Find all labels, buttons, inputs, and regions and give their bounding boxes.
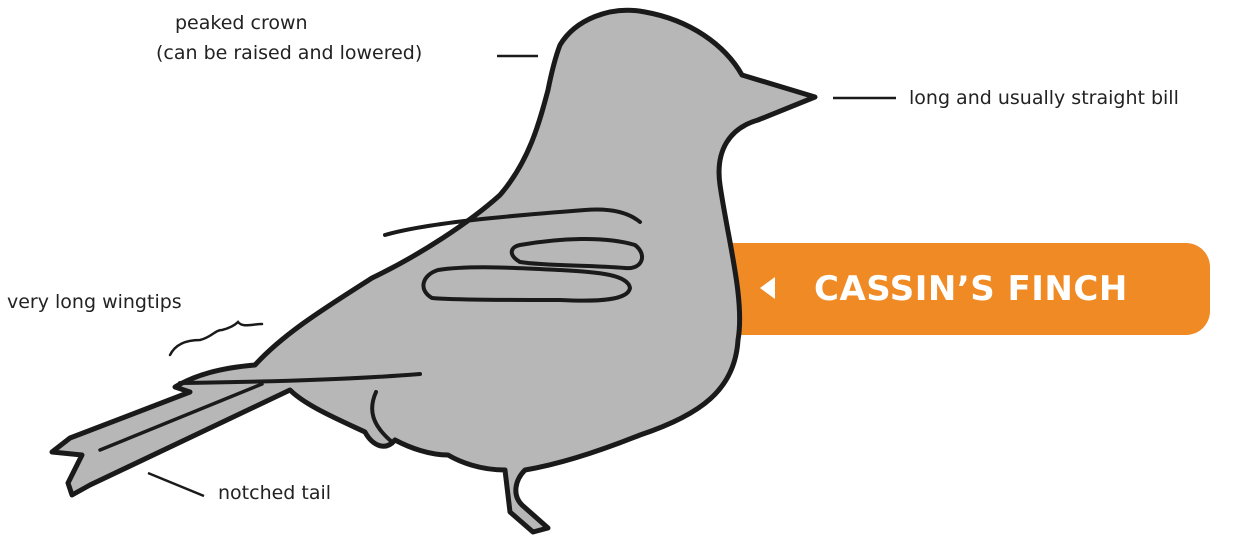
tail-annotation: notched tail: [218, 482, 332, 504]
crown-annotation-line1: peaked crown: [175, 12, 308, 34]
wingtips-annotation: very long wingtips: [7, 291, 182, 313]
species-name-banner: CASSIN’S FINCH: [700, 243, 1210, 335]
tail-leader-line: [147, 471, 205, 498]
triangle-left-icon: [760, 277, 775, 299]
wing-feather-outline: [509, 236, 645, 271]
wing-covert-line: [383, 207, 642, 237]
wingtips-brace: [168, 320, 264, 357]
crown-annotation-line2: (can be raised and lowered): [156, 42, 423, 64]
thigh-line: [370, 390, 394, 444]
species-name: CASSIN’S FINCH: [814, 269, 1128, 309]
wing-secondary-outline: [421, 265, 632, 303]
bill-annotation: long and usually straight bill: [909, 87, 1179, 109]
tail-feather-line: [98, 382, 264, 452]
wing-primaries-line: [178, 372, 422, 385]
